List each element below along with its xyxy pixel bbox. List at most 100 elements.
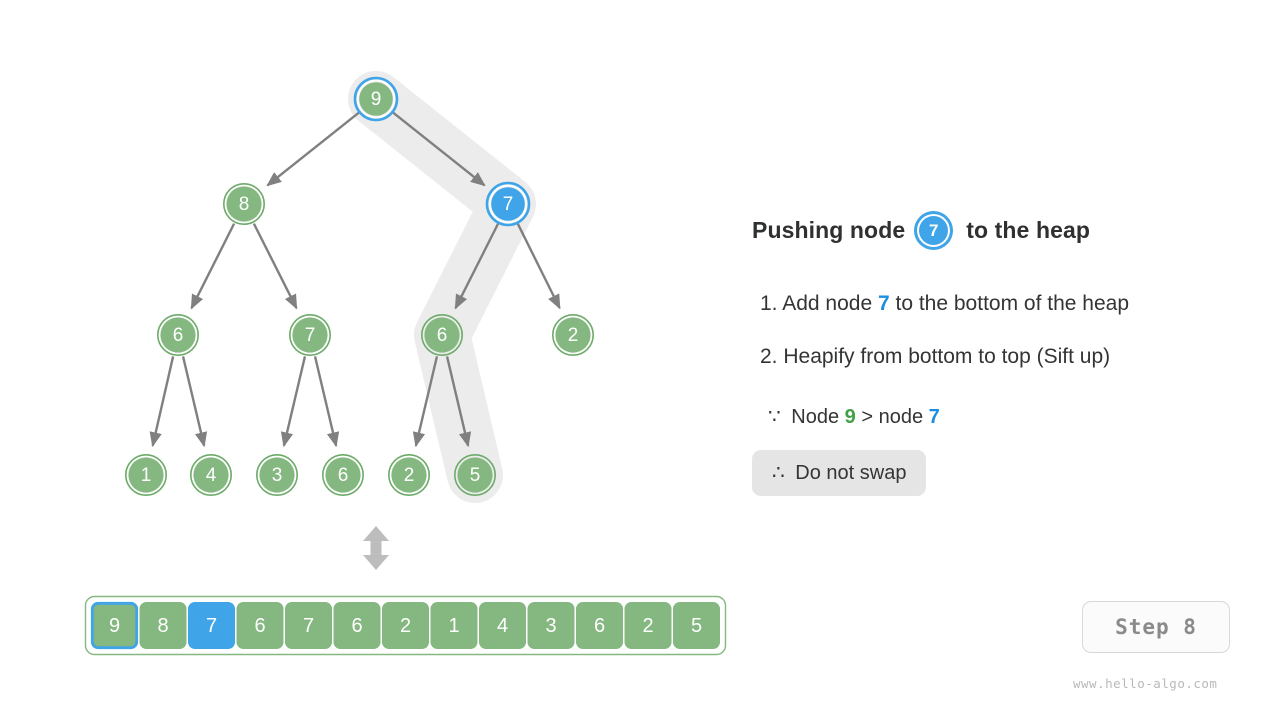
- tree-node[interactable]: 1: [125, 453, 168, 496]
- node-circle: [325, 457, 361, 493]
- node-circle: [359, 82, 393, 116]
- tree-edge: [313, 356, 340, 448]
- tree-node[interactable]: 9: [353, 76, 399, 122]
- tree-node[interactable]: 3: [255, 453, 298, 496]
- tree-node[interactable]: 6: [321, 453, 364, 496]
- node-circle: [128, 457, 164, 493]
- tree-node[interactable]: 7: [288, 313, 331, 356]
- array-cell[interactable]: 7: [285, 602, 332, 649]
- reason-text-a: Node: [791, 406, 840, 428]
- reason-value-1: 9: [844, 406, 856, 428]
- because-symbol: ∵: [768, 406, 781, 428]
- node-inner-white-ring: [356, 79, 396, 119]
- array-cell-box: [673, 602, 720, 649]
- tree-node[interactable]: 8: [223, 183, 266, 226]
- title-node-badge: 7: [917, 214, 951, 247]
- tree-node[interactable]: 2: [551, 313, 594, 356]
- tree-node[interactable]: 4: [190, 453, 233, 496]
- array-cell-box: [188, 602, 235, 649]
- node-outer-ring: [288, 313, 331, 356]
- tree-edge: [516, 223, 561, 310]
- double-arrow-vertical-icon: [363, 526, 389, 570]
- node-inner-white-ring: [488, 184, 528, 224]
- node-outer-ring: [420, 313, 463, 356]
- reason-operator: >: [861, 406, 874, 428]
- step1-node-value: 7: [877, 292, 890, 315]
- array-cell-box: [624, 602, 672, 649]
- array-cell-box: [333, 602, 381, 649]
- title-suffix: to the heap: [966, 217, 1091, 243]
- tree-edge: [280, 356, 307, 448]
- tree-edge: [252, 223, 298, 310]
- node-selection-ring: [353, 76, 399, 122]
- array-cell[interactable]: 2: [624, 602, 672, 649]
- array-cell[interactable]: 1: [430, 602, 478, 649]
- array-cell[interactable]: 7: [188, 602, 235, 649]
- array-cell[interactable]: 6: [333, 602, 381, 649]
- array-cell[interactable]: 4: [479, 602, 526, 649]
- array-cell[interactable]: 2: [382, 602, 429, 649]
- array-cell[interactable]: 9: [90, 601, 139, 650]
- node-outer-ring: [453, 453, 496, 496]
- node-outer-ring: [190, 453, 233, 496]
- node-outer-ring: [551, 313, 594, 356]
- tree-node[interactable]: 6: [420, 313, 463, 356]
- page-title: Pushing node 7 to the heap: [752, 214, 1090, 247]
- tree-edge: [149, 356, 175, 448]
- array-cell-box: [236, 602, 284, 649]
- node-outer-ring: [321, 453, 364, 496]
- array-cell-box: [576, 602, 623, 649]
- info-panel: Pushing node 7 to the heap 1. Add node 7…: [752, 0, 1252, 720]
- node-circle: [193, 457, 229, 493]
- node-circle: [424, 317, 460, 353]
- tree-node[interactable]: 2: [387, 453, 430, 496]
- array-cell-box: [285, 602, 332, 649]
- reason-text-b: node: [878, 406, 924, 428]
- array-cell[interactable]: 6: [576, 602, 623, 649]
- array-cell-box: [479, 602, 526, 649]
- array-cell[interactable]: 3: [527, 602, 575, 649]
- title-prefix: Pushing node: [752, 217, 906, 243]
- tree-edge: [266, 111, 360, 187]
- tree-edge: [392, 111, 486, 187]
- therefore-symbol: ∴: [772, 462, 785, 484]
- array-cell-box: [527, 602, 575, 649]
- tree-edge: [181, 356, 208, 448]
- tree-node[interactable]: 7: [485, 181, 531, 227]
- conclusion-badge: ∴ Do not swap: [752, 450, 927, 496]
- array-cell-box: [139, 602, 187, 649]
- tree-edge: [445, 356, 472, 448]
- instruction-step-1: 1. Add node 7 to the bottom of the heap: [760, 292, 1129, 316]
- highlight-path: [348, 71, 536, 503]
- node-circle: [226, 186, 262, 222]
- watermark: www.hello-algo.com: [1073, 676, 1218, 691]
- node-outer-ring: [387, 453, 430, 496]
- node-circle: [457, 457, 493, 493]
- array-cell[interactable]: 6: [236, 602, 284, 649]
- array-container: [84, 595, 727, 656]
- array-cell-box: [430, 602, 478, 649]
- array-cell-box: [382, 602, 429, 649]
- node-circle: [160, 317, 196, 353]
- tree-edge: [454, 223, 500, 310]
- tree-node[interactable]: 5: [453, 453, 496, 496]
- step1-text-a: Add node: [782, 292, 873, 315]
- step1-index: 1.: [760, 292, 778, 315]
- instruction-step-2: 2. Heapify from bottom to top (Sift up): [760, 345, 1111, 368]
- double-arrow-shape: [363, 526, 389, 570]
- array-cell[interactable]: 8: [139, 602, 187, 649]
- array-cell-box: [91, 602, 138, 649]
- tree-edge: [190, 223, 236, 310]
- reason-value-2: 7: [928, 406, 940, 428]
- reason-line: ∵ Node 9 > node 7: [768, 404, 940, 429]
- node-outer-ring: [223, 183, 266, 226]
- array-cell[interactable]: 5: [673, 602, 720, 649]
- node-outer-ring: [157, 313, 200, 356]
- tree-node[interactable]: 6: [157, 313, 200, 356]
- node-outer-ring: [125, 453, 168, 496]
